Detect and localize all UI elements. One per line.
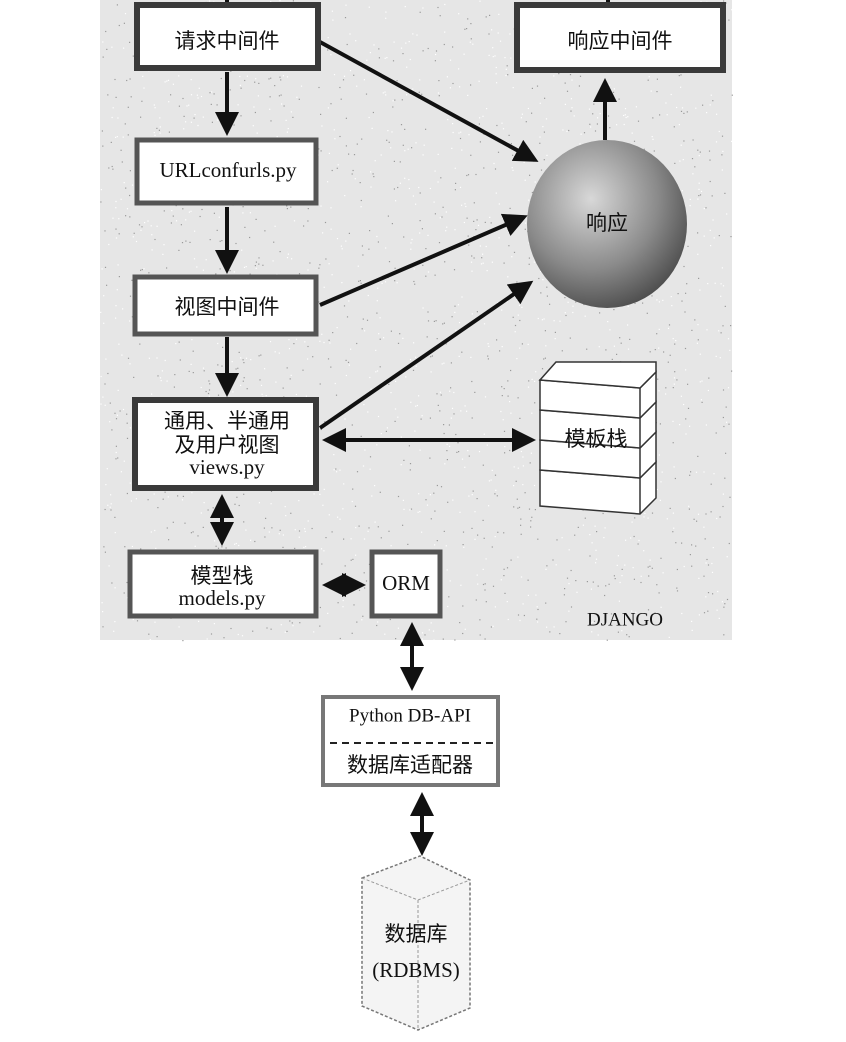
view-middleware-box: 视图中间件	[132, 274, 319, 337]
template-stack-label: 模板栈	[565, 427, 628, 451]
db-adapter-label: 数据库适配器	[347, 753, 473, 777]
response-middleware-box: 响应中间件	[514, 2, 726, 73]
response-middleware-label: 响应中间件	[568, 29, 673, 53]
django-label: DJANGO	[587, 609, 663, 630]
urlconf-label: URLconfurls.py	[159, 158, 297, 182]
models-label-line1: 模型栈	[191, 564, 254, 588]
arrow-request-to-response	[319, 40, 539, 162]
database-label-line2: (RDBMS)	[372, 958, 460, 982]
arrow-views-to-response	[318, 280, 534, 430]
db-api-label: Python DB-API	[349, 705, 471, 726]
models-box: 模型栈 models.py	[127, 549, 319, 619]
views-label-line1: 通用、半通用	[164, 409, 290, 433]
database-shape: 数据库 (RDBMS)	[361, 855, 471, 1031]
template-stack: 模板栈	[538, 361, 657, 515]
urlconf-box: URLconfurls.py	[134, 137, 319, 206]
views-label-line2: 及用户视图	[175, 433, 280, 457]
arrow-view-middleware-to-response	[319, 213, 528, 307]
orm-label: ORM	[382, 571, 430, 595]
response-label: 响应	[586, 211, 628, 235]
view-middleware-label: 视图中间件	[175, 295, 280, 319]
request-middleware-label: 请求中间件	[175, 29, 280, 53]
response-sphere: 响应	[527, 140, 687, 308]
request-middleware-box: 请求中间件	[134, 2, 321, 71]
views-label-line3: views.py	[189, 455, 265, 479]
database-label-line1: 数据库	[385, 922, 448, 946]
orm-box: ORM	[369, 549, 443, 619]
models-label-line2: models.py	[179, 586, 266, 610]
arrows	[210, 0, 617, 856]
db-api-box: Python DB-API 数据库适配器	[321, 695, 500, 787]
views-box: 通用、半通用 及用户视图 views.py	[132, 397, 319, 491]
